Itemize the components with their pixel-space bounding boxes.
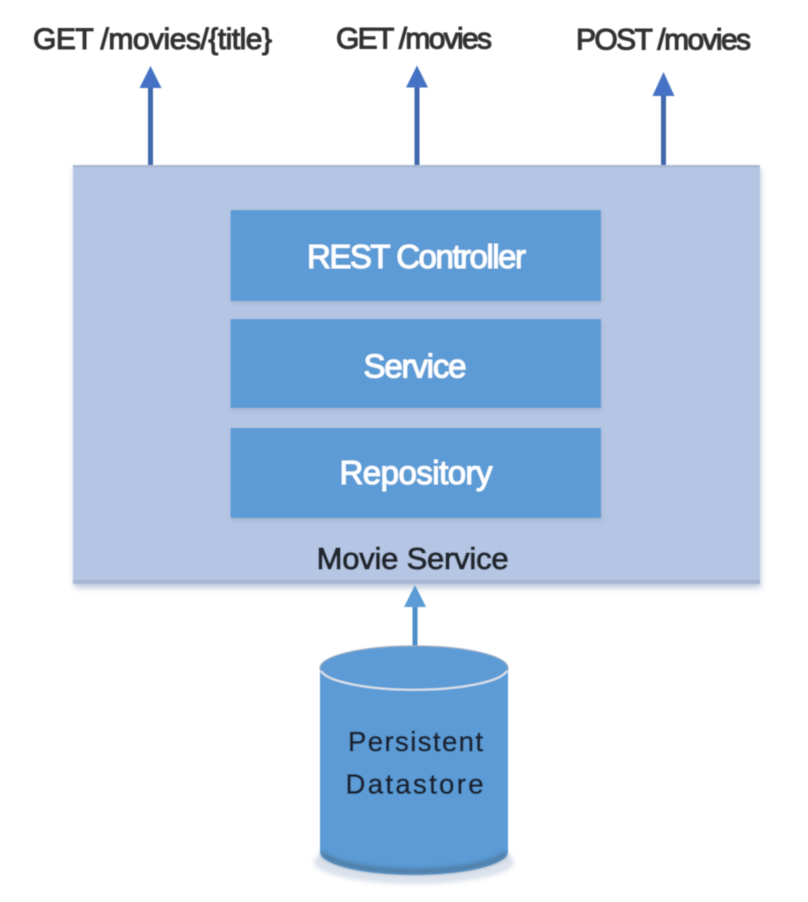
svg-text:Persistent: Persistent <box>348 726 483 757</box>
svg-text:Movie Service: Movie Service <box>317 541 509 576</box>
svg-text:GET /movies/{title}: GET /movies/{title} <box>33 23 272 56</box>
svg-text:Datastore: Datastore <box>346 769 484 800</box>
svg-text:GET /movies: GET /movies <box>336 23 492 56</box>
svg-text:Repository: Repository <box>340 454 494 491</box>
svg-text:Service: Service <box>364 348 467 385</box>
svg-text:REST Controller: REST Controller <box>307 238 526 275</box>
svg-text:POST /movies: POST /movies <box>576 24 751 57</box>
